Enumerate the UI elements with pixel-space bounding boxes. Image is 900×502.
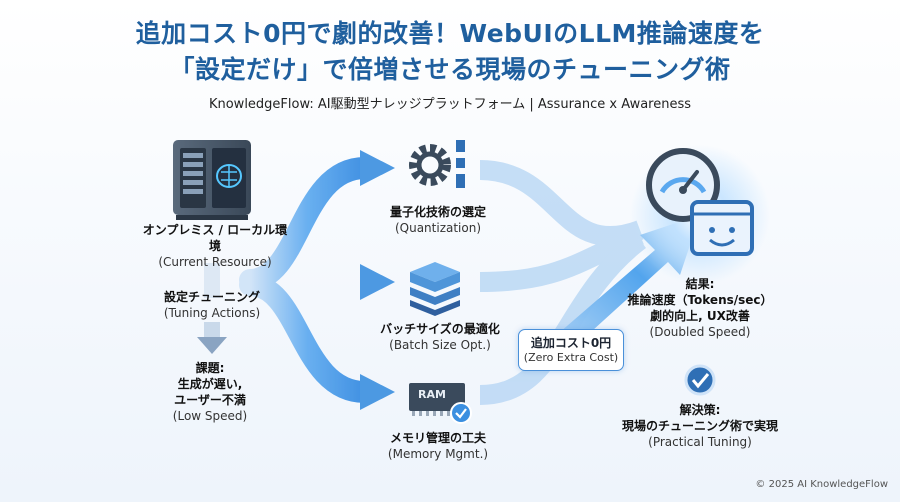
batch-title: バッチサイズの最適化 <box>380 322 500 336</box>
solution-label: 解決策: 現場のチューニング術で実現 (Practical Tuning) <box>610 402 790 450</box>
quant-sub: (Quantization) <box>394 221 482 235</box>
layers-icon <box>410 262 460 316</box>
branch-arrows <box>239 150 395 410</box>
page-subtitle: KnowledgeFlow: AI駆動型ナレッジプラットフォーム | Assur… <box>208 97 692 112</box>
page-title-line-1: 追加コスト0円で劇的改善！WebUIのLLM推論速度を <box>135 19 765 48</box>
copyright: © 2025 AI KnowledgeFlow <box>755 479 888 490</box>
arrow-to-memory-icon <box>360 374 395 410</box>
issue-title-2: 生成が遅い, <box>177 377 243 391</box>
result-label: 結果: 推論速度（Tokens/sec） 劇的向上, UX改善 (Doubled… <box>610 276 790 340</box>
zero-cost-callout: 追加コスト0円 (Zero Extra Cost) <box>518 329 624 371</box>
batch-sub: (Batch Size Opt.) <box>389 338 491 352</box>
page-title-line-2: 「設定だけ」で倍増させる現場のチューニング術 <box>169 55 731 84</box>
result-title-3: 劇的向上, UX改善 <box>650 309 750 323</box>
server-icon <box>173 140 251 220</box>
ram-chip-text: RAM <box>418 388 446 401</box>
result-sub: (Doubled Speed) <box>649 325 751 339</box>
solution-title-2: 現場のチューニング術で実現 <box>621 419 778 433</box>
tuning-title: 設定チューニング <box>163 290 260 304</box>
solution-check-icon <box>684 364 716 396</box>
issue-title-3: ユーザー不満 <box>174 393 246 407</box>
gear-chart-icon <box>409 140 465 188</box>
solution-sub: (Practical Tuning) <box>648 435 752 449</box>
quant-title: 量子化技術の選定 <box>389 205 486 219</box>
smiley-window-icon <box>690 200 754 256</box>
issue-sub: (Low Speed) <box>172 409 248 423</box>
zero-cost-title: 追加コスト0円 <box>530 336 612 350</box>
memory-label: メモリ管理の工夫 (Memory Mgmt.) <box>368 430 508 462</box>
issue-title-1: 課題: <box>195 361 225 375</box>
check-badge-icon <box>450 402 472 424</box>
tuning-label: 設定チューニング (Tuning Actions) <box>147 289 277 321</box>
down-arrow-icon <box>197 337 227 354</box>
memory-sub: (Memory Mgmt.) <box>387 447 489 461</box>
connector-tuning-issue <box>204 322 220 337</box>
onprem-title: オンプレミス / ローカル環境 <box>142 223 288 253</box>
onprem-sub: (Current Resource) <box>158 255 272 269</box>
onprem-label: オンプレミス / ローカル環境 (Current Resource) <box>140 222 290 270</box>
zero-cost-sub: (Zero Extra Cost) <box>523 351 619 364</box>
ram-chip-icon <box>409 383 472 424</box>
arrow-to-batch-icon <box>360 264 395 300</box>
solution-title-1: 解決策: <box>679 403 721 417</box>
batch-label: バッチサイズの最適化 (Batch Size Opt.) <box>365 321 515 353</box>
connector-onprem-tuning <box>204 263 220 298</box>
issue-label: 課題: 生成が遅い, ユーザー不満 (Low Speed) <box>160 360 260 424</box>
memory-title: メモリ管理の工夫 <box>389 431 486 445</box>
tuning-sub: (Tuning Actions) <box>163 306 261 320</box>
result-title-2: 推論速度（Tokens/sec） <box>627 293 773 307</box>
quant-label: 量子化技術の選定 (Quantization) <box>368 204 508 236</box>
result-title-1: 結果: <box>685 277 715 291</box>
arrow-to-quant-icon <box>360 150 395 186</box>
